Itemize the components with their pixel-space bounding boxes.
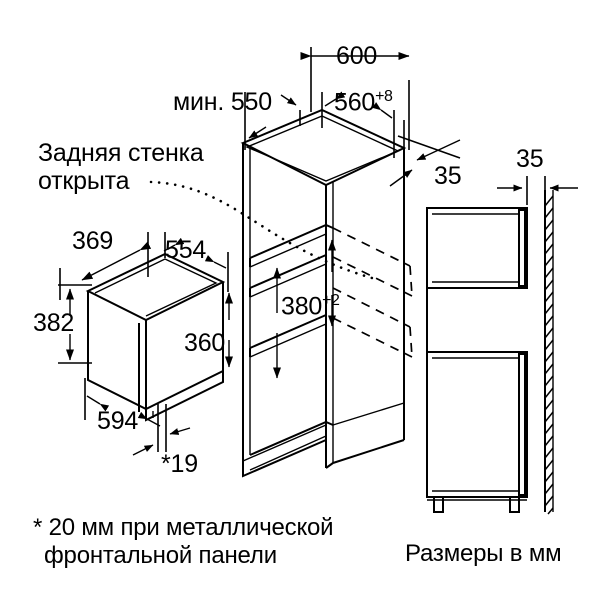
dimension-label-554: 554 bbox=[165, 236, 207, 264]
dimension-380-tolerance: +2 bbox=[322, 292, 340, 309]
footnote-line2: фронтальной панели bbox=[44, 542, 277, 569]
back-wall-note-line1: Задняя стенка bbox=[38, 139, 204, 167]
dimension-19 bbox=[132, 404, 191, 456]
dimension-380-value: 380 bbox=[281, 292, 323, 321]
dimension-380 bbox=[273, 239, 336, 379]
dimension-382 bbox=[58, 284, 92, 364]
dimension-label-min-550: мин. 550 bbox=[173, 88, 272, 116]
side-view-cabinet bbox=[426, 190, 554, 515]
units-note: Размеры в мм bbox=[405, 540, 562, 567]
dimension-label-560: 560+8 bbox=[334, 88, 393, 117]
dimension-label-380: 380+2 bbox=[281, 292, 340, 321]
dimension-label-360: 360 bbox=[184, 329, 226, 357]
dimension-label-35-side: 35 bbox=[516, 145, 544, 173]
dimension-label-19: *19 bbox=[161, 450, 198, 478]
dimension-554 bbox=[163, 232, 229, 292]
dimension-label-600: 600 bbox=[336, 42, 378, 70]
dimension-600 bbox=[300, 47, 410, 150]
dimension-label-35-isometric: 35 bbox=[434, 162, 462, 190]
dimension-560-tolerance: +8 bbox=[375, 88, 393, 105]
back-wall-leader-dotted bbox=[149, 180, 374, 280]
dimension-label-369: 369 bbox=[72, 227, 114, 255]
footnote-line1: * 20 мм при металлической bbox=[33, 514, 334, 541]
dimension-560 bbox=[321, 91, 395, 158]
dimension-label-382: 382 bbox=[33, 309, 75, 337]
dimension-35-isometric bbox=[389, 120, 461, 200]
wall-hatching bbox=[544, 195, 554, 515]
back-wall-note-line2: открыта bbox=[38, 167, 130, 195]
dimension-label-594: 594 bbox=[97, 407, 139, 435]
dimension-369 bbox=[59, 232, 152, 300]
dimension-min-550 bbox=[244, 92, 301, 150]
dimension-560-value: 560 bbox=[334, 88, 376, 117]
dimension-35-side bbox=[497, 176, 578, 205]
